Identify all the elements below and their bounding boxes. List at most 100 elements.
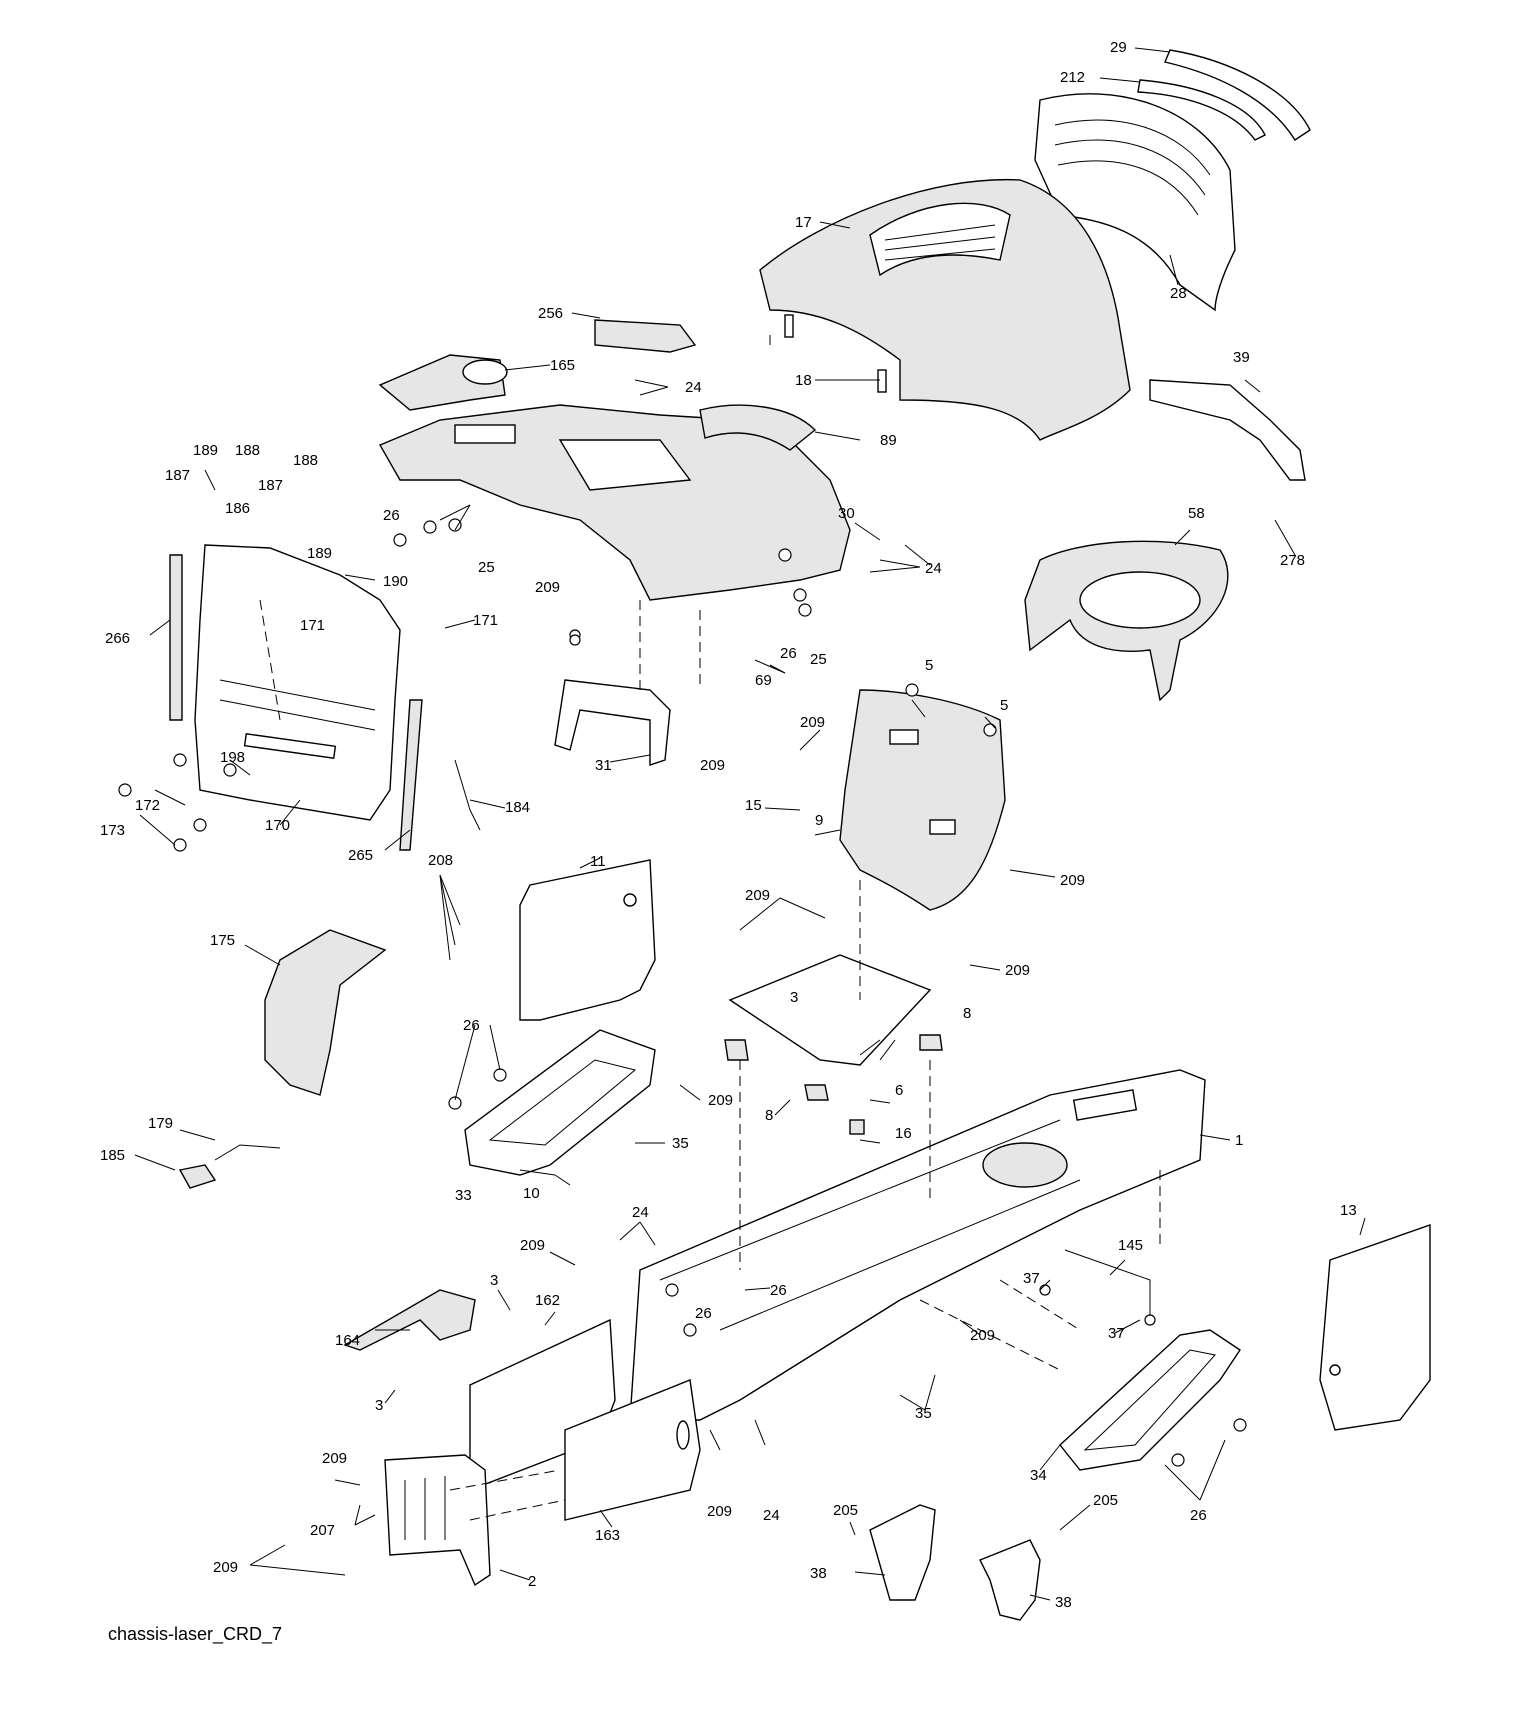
- callout-265: 265: [348, 847, 373, 864]
- callout-209-g: 209: [708, 1092, 733, 1109]
- callout-190: 190: [383, 573, 408, 590]
- leader-lines: [134, 47, 1366, 1601]
- callout-209-d: 209: [1060, 872, 1085, 889]
- callout-26-f: 26: [1190, 1507, 1207, 1524]
- part-13-plate: [1319, 1224, 1431, 1431]
- part-31-bracket: [554, 679, 671, 766]
- part-2-plate: [384, 1454, 491, 1587]
- callout-187-b: 187: [258, 477, 283, 494]
- callout-26-b: 26: [780, 645, 797, 662]
- callout-5-a: 5: [925, 657, 933, 674]
- part-9-panel: [839, 689, 1006, 911]
- callout-29: 29: [1110, 39, 1127, 56]
- callout-266: 266: [105, 630, 130, 647]
- callout-37-a: 37: [1023, 1270, 1040, 1287]
- callout-35-a: 35: [672, 1135, 689, 1152]
- callout-189-a: 189: [193, 442, 218, 459]
- callout-171-a: 171: [300, 617, 325, 634]
- callout-165: 165: [550, 357, 575, 374]
- callout-38-a: 38: [810, 1565, 827, 1582]
- part-38-bracket-right: [979, 1539, 1041, 1621]
- part-11-plate: [519, 859, 656, 1021]
- callout-209-j: 209: [322, 1450, 347, 1467]
- part-16-grommet: [849, 1119, 865, 1135]
- part-212-trim: [1137, 79, 1266, 141]
- callout-24-low: 24: [632, 1204, 649, 1221]
- callout-26-c: 26: [463, 1017, 480, 1034]
- part-17-hood: [759, 178, 1131, 441]
- callout-25-a: 25: [478, 559, 495, 576]
- callout-24-bottom: 24: [763, 1507, 780, 1524]
- part-145-rod: [1064, 1249, 1151, 1320]
- part-38-bracket-left: [869, 1504, 936, 1601]
- callout-2: 2: [528, 1573, 536, 1590]
- callout-10: 10: [523, 1185, 540, 1202]
- callout-207: 207: [310, 1522, 335, 1539]
- part-266-strip: [169, 554, 183, 721]
- callout-179: 179: [148, 1115, 173, 1132]
- callout-188-b: 188: [293, 452, 318, 469]
- callout-185: 185: [100, 1147, 125, 1164]
- callout-164: 164: [335, 1332, 360, 1349]
- callout-209-l: 209: [213, 1559, 238, 1576]
- part-33-footrest: [464, 1029, 656, 1176]
- part-39-bracket: [1149, 379, 1306, 481]
- part-6-plate: [728, 954, 932, 1066]
- callout-17: 17: [795, 214, 812, 231]
- callout-209-c: 209: [800, 714, 825, 731]
- part-185-knob: [178, 1164, 217, 1189]
- callout-6: 6: [895, 1082, 903, 1099]
- part-18-bumper: [784, 314, 794, 338]
- callout-25-b: 25: [810, 651, 827, 668]
- callout-37-b: 37: [1108, 1325, 1125, 1342]
- callout-labels: 29 212 17 28 256 165 18 24 39 89 189 188…: [100, 39, 1357, 1611]
- callout-34: 34: [1030, 1467, 1047, 1484]
- callout-39: 39: [1233, 349, 1250, 366]
- callout-26-d: 26: [770, 1282, 787, 1299]
- callout-205-a: 205: [833, 1502, 858, 1519]
- callout-209-k: 209: [707, 1503, 732, 1520]
- callout-31: 31: [595, 757, 612, 774]
- hardware-fasteners: [118, 518, 1247, 1467]
- callout-30: 30: [838, 505, 855, 522]
- callout-162: 162: [535, 1292, 560, 1309]
- callout-13: 13: [1340, 1202, 1357, 1219]
- part-179-lever: [214, 1144, 281, 1161]
- callout-256: 256: [538, 305, 563, 322]
- callout-18: 18: [795, 372, 812, 389]
- callout-171-b: 171: [473, 612, 498, 629]
- part-34-footrest: [1059, 1329, 1241, 1471]
- part-184-rod: [454, 759, 481, 831]
- callout-209-f: 209: [1005, 962, 1030, 979]
- part-164-bracket: [343, 1289, 476, 1351]
- callout-198: 198: [220, 749, 245, 766]
- callout-186: 186: [225, 500, 250, 517]
- callout-26-a: 26: [383, 507, 400, 524]
- callout-209-i: 209: [970, 1327, 995, 1344]
- callout-9: 9: [815, 812, 823, 829]
- callout-278: 278: [1280, 552, 1305, 569]
- part-265-strip: [399, 699, 423, 851]
- callout-187-a: 187: [165, 467, 190, 484]
- callout-38-b: 38: [1055, 1594, 1072, 1611]
- callout-5-b: 5: [1000, 697, 1008, 714]
- callout-3-a: 3: [790, 989, 798, 1006]
- callout-35-b: 35: [915, 1405, 932, 1422]
- callout-11: 11: [590, 853, 606, 870]
- part-29-trim: [1164, 49, 1311, 141]
- callout-28: 28: [1170, 285, 1187, 302]
- part-175-shield: [264, 929, 387, 1096]
- callout-175: 175: [210, 932, 235, 949]
- callout-15: 15: [745, 797, 762, 814]
- callout-89: 89: [880, 432, 897, 449]
- part-8-clip: [724, 1039, 749, 1061]
- callout-24-mid: 24: [925, 560, 942, 577]
- callout-163: 163: [595, 1527, 620, 1544]
- callout-209-a: 209: [535, 579, 560, 596]
- callout-1: 1: [1235, 1132, 1243, 1149]
- callout-212: 212: [1060, 69, 1085, 86]
- callout-170: 170: [265, 817, 290, 834]
- callout-3-c: 3: [375, 1397, 383, 1414]
- callout-208: 208: [428, 852, 453, 869]
